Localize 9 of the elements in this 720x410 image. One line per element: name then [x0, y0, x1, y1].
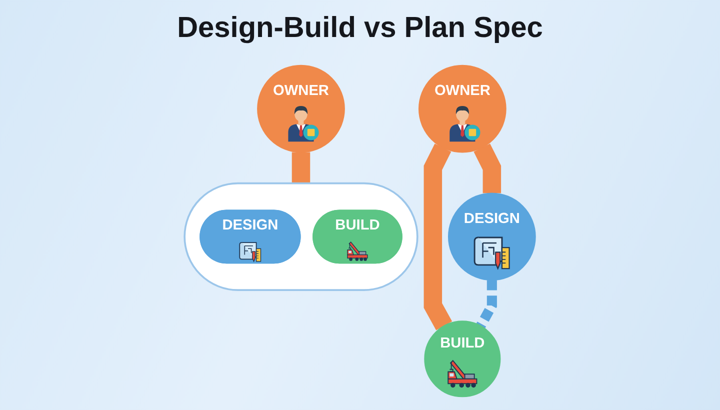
- node-circle: OWNER: [418, 64, 506, 153]
- connector: [424, 144, 452, 330]
- node-circle: BUILD: [424, 320, 501, 398]
- connector: [292, 152, 310, 184]
- title: Design-Build vs Plan Spec: [177, 12, 543, 45]
- connector: [474, 144, 502, 194]
- node-circle: DESIGN: [448, 192, 536, 281]
- connector: [476, 280, 497, 328]
- node-circle: OWNER: [257, 64, 345, 153]
